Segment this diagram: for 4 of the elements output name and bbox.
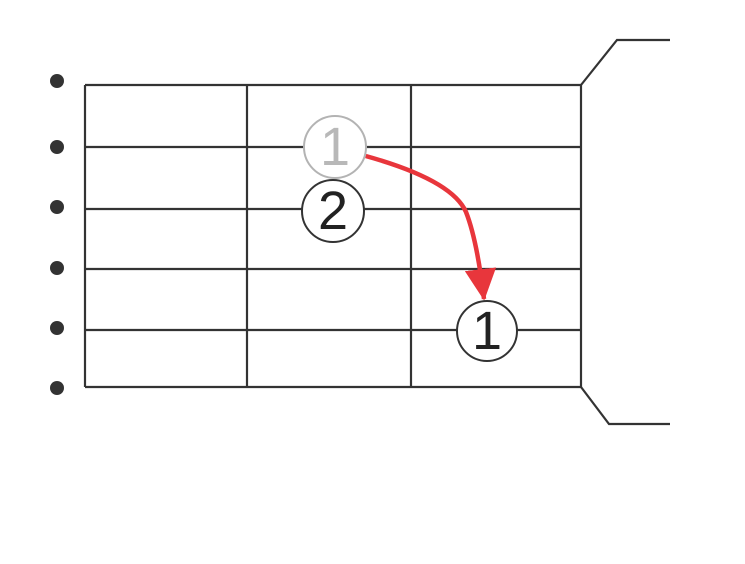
finger-number-circle: 1 <box>303 115 367 179</box>
arrow <box>365 154 496 301</box>
finger-number-circle: 2 <box>301 179 365 243</box>
finger-number-circle: 1 <box>456 300 518 362</box>
